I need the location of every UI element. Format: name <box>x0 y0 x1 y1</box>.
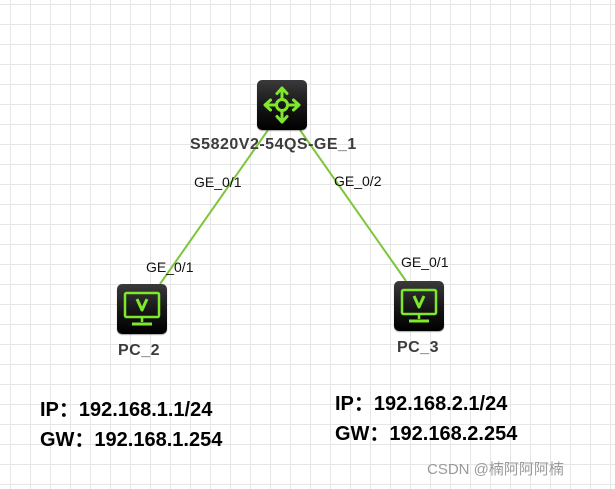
switch-port-ge-0-2: GE_0/2 <box>334 173 382 189</box>
switch-label: S5820V2-54QS-GE_1 <box>190 136 357 153</box>
pc3-gateway: GW：192.168.2.254 <box>335 423 518 445</box>
switch-port-ge-0-1: GE_0/1 <box>194 174 242 190</box>
link-switch-pc2[interactable] <box>159 129 269 285</box>
switch-arrows-icon <box>263 86 301 124</box>
monitor-icon <box>400 288 438 323</box>
switch-device[interactable] <box>257 80 307 130</box>
pc2-device[interactable] <box>117 284 167 334</box>
pc3-ip-address: IP：192.168.2.1/24 <box>335 393 508 415</box>
pc3-label: PC_3 <box>397 339 440 356</box>
monitor-icon <box>123 291 161 326</box>
pc2-gateway: GW：192.168.1.254 <box>40 429 223 451</box>
pc3-device[interactable] <box>394 281 444 331</box>
link-switch-pc3[interactable] <box>299 129 407 282</box>
pc2-port: GE_0/1 <box>146 259 194 275</box>
pc2-label: PC_2 <box>118 342 161 359</box>
pc2-ip-address: IP：192.168.1.1/24 <box>40 399 213 421</box>
watermark: CSDN @楠阿阿阿楠 <box>427 461 564 478</box>
pc3-port: GE_0/1 <box>401 254 449 270</box>
